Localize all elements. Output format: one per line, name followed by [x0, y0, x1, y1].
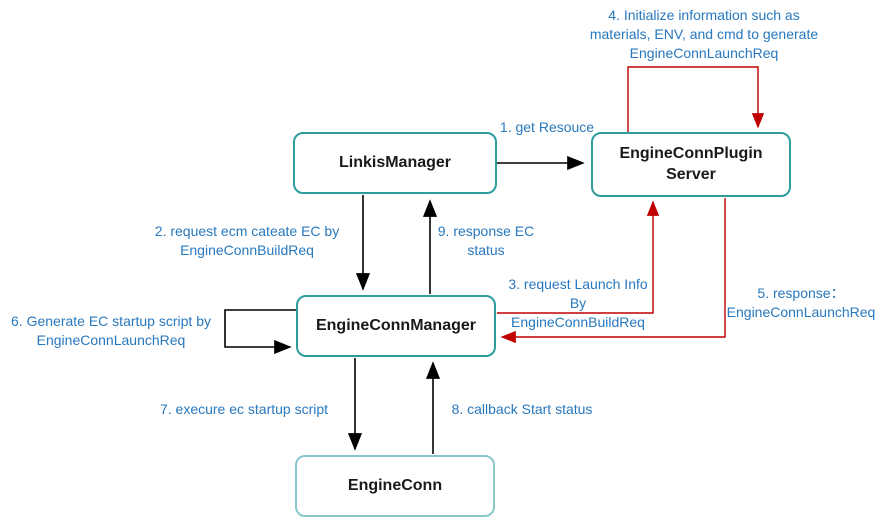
edge-4-arrow [627, 66, 765, 132]
edge-label-9: 9. response EC status [437, 223, 535, 258]
node-engine-conn-plugin-server: EngineConnPlugin Server [591, 132, 791, 197]
edge-label-1: 1. get Resouce [499, 119, 595, 135]
node-engine-conn-manager: EngineConnManager [296, 295, 496, 357]
edge-6-arrow [224, 309, 296, 355]
edge-label-4: 4. Initialize information such as materi… [589, 7, 819, 61]
node-engine-conn: EngineConn [295, 455, 495, 517]
edge-label-7: 7. execure ec startup script [159, 401, 329, 417]
edge-label-5: 5. response： EngineConnLaunchReq [726, 285, 876, 320]
edge-label-3: 3. request Launch Info By EngineConnBuil… [508, 276, 648, 330]
node-linkis-manager: LinkisManager [293, 132, 497, 194]
edge-label-8: 8. callback Start status [451, 401, 593, 417]
edge-label-6: 6. Generate EC startup script by EngineC… [11, 313, 211, 348]
edge-label-2: 2. request ecm cateate EC by EngineConnB… [154, 223, 340, 258]
